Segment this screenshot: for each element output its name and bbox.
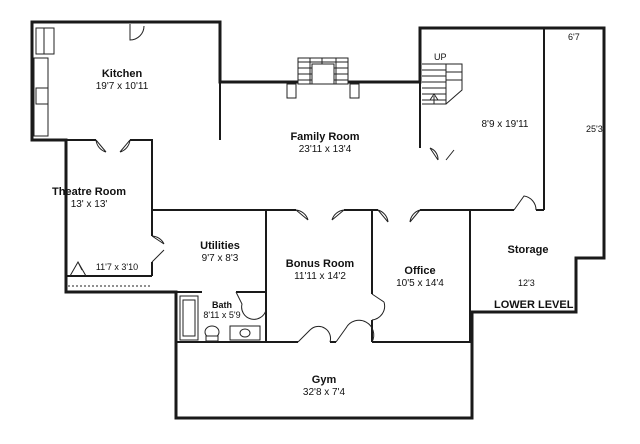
office-double-door[interactable] <box>377 209 421 223</box>
room-bath: Bath 8'11 x 5'9 <box>203 300 240 321</box>
stairs-up-label: UP <box>434 52 447 62</box>
room-stair-area: 8'9 x 19'11 <box>481 119 528 131</box>
family-room-dims: 23'11 x 13'4 <box>298 143 352 155</box>
room-utilities: Utilities 9'7 x 8'3 <box>200 240 240 264</box>
theatre-room-dims: 13' x 13' <box>70 198 108 210</box>
toilet-tank <box>205 335 219 342</box>
office-side-door[interactable] <box>371 293 386 321</box>
fridge <box>35 27 55 55</box>
room-kitchen: Kitchen 19'7 x 10'11 <box>96 68 149 92</box>
storage-name: Storage <box>507 244 549 256</box>
utilities-name: Utilities <box>200 240 240 252</box>
stair-area-dims: 8'9 x 19'11 <box>481 119 529 130</box>
office-name: Office <box>404 265 436 277</box>
tub-inner <box>182 299 196 337</box>
dimension-storage-bottom: 12'3 <box>518 278 535 288</box>
bonus-room-name: Bonus Room <box>285 258 355 270</box>
closet-dims: 11'7 x 3'10 <box>95 262 139 272</box>
closet-label: 11'7 x 3'10 <box>96 262 138 272</box>
room-theatre: Theatre Room 13' x 13' <box>52 186 126 210</box>
room-storage: Storage <box>508 244 549 257</box>
fireplace <box>286 57 360 99</box>
dimension-right-side: 25'3 <box>586 124 603 134</box>
theatre-room-name: Theatre Room <box>52 186 126 198</box>
basin <box>239 328 251 338</box>
bath-dims: 8'11 x 5'9 <box>203 310 241 321</box>
bonus-double-door[interactable] <box>295 209 345 221</box>
utilities-dims: 9'7 x 8'3 <box>201 252 239 264</box>
sink <box>35 87 49 105</box>
kitchen-dims: 19'7 x 10'11 <box>95 80 149 92</box>
utilities-door[interactable] <box>151 235 165 263</box>
closet-door[interactable] <box>69 260 87 277</box>
room-family: Family Room 23'11 x 13'4 <box>290 131 359 155</box>
bath-door[interactable] <box>235 291 267 320</box>
family-room-name: Family Room <box>290 131 360 143</box>
gym-name: Gym <box>311 374 337 386</box>
room-gym: Gym 32'8 x 7'4 <box>303 374 345 398</box>
kitchen-door[interactable] <box>129 24 145 41</box>
gym-double-door[interactable] <box>297 319 375 343</box>
office-dims: 10'5 x 14'4 <box>396 277 444 289</box>
plan-title: LOWER LEVEL <box>494 299 574 311</box>
storage-door[interactable] <box>513 195 537 211</box>
kitchen-south-wall <box>32 139 153 210</box>
stair-door[interactable] <box>429 147 455 161</box>
kitchen-name: Kitchen <box>101 68 143 80</box>
gym-dims: 32'8 x 7'4 <box>302 386 346 398</box>
room-bonus: Bonus Room 11'11 x 14'2 <box>286 258 354 282</box>
dimension-top-right: 6'7 <box>568 32 580 42</box>
staircase <box>422 63 463 105</box>
bonus-room-dims: 11'11 x 14'2 <box>294 270 346 282</box>
theatre-door[interactable] <box>95 139 131 153</box>
room-office: Office 10'5 x 14'4 <box>396 265 444 289</box>
exterior-wall <box>30 20 606 420</box>
bath-name: Bath <box>211 300 232 310</box>
